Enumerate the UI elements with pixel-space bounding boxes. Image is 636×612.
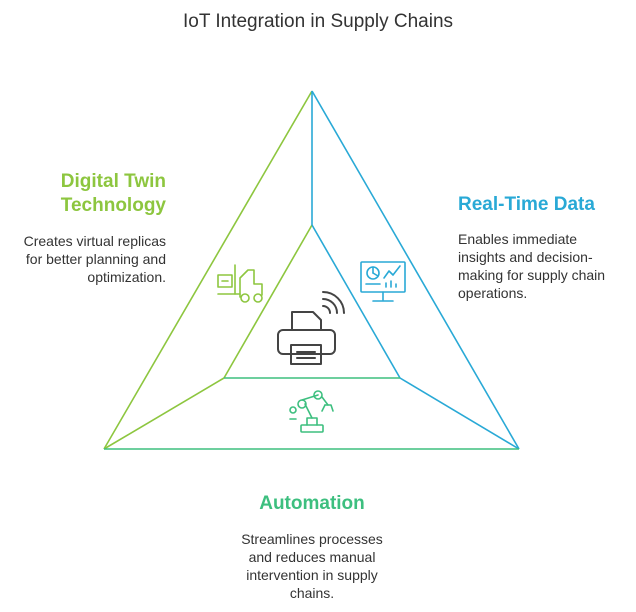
- real-time-description-line: making for supply chain: [458, 267, 606, 283]
- real-time-heading: Real-Time Data: [458, 193, 595, 217]
- automation-face: [104, 377, 519, 450]
- digital-twin-description-line: optimization.: [87, 269, 166, 285]
- real-time-description-line: Enables immediate: [458, 231, 578, 247]
- automation-heading-line: Automation: [259, 493, 365, 514]
- automation-description-line: and reduces manual: [248, 549, 376, 565]
- wireless-printer-icon: [277, 291, 345, 365]
- page-title: IoT Integration in Supply Chains: [182, 11, 454, 32]
- digital-twin-description-line: Creates virtual replicas: [23, 233, 166, 249]
- automation-description-line: intervention in supply: [246, 567, 378, 583]
- real-time-description-line: operations.: [458, 285, 528, 301]
- automation-description-line: Streamlines processes: [241, 531, 383, 547]
- digital-twin-heading: Digital Twin Technology: [61, 170, 166, 218]
- digital-twin-heading-line: Technology: [60, 195, 166, 216]
- real-time-description-line: insights and decision-: [458, 249, 593, 265]
- digital-twin-description-line: for better planning and: [25, 251, 166, 267]
- robotic-arm-icon: [289, 390, 334, 433]
- automation-heading: Automation: [212, 492, 412, 516]
- real-time-face: [311, 90, 520, 450]
- monitor-analytics-icon: [360, 261, 406, 302]
- automation-description: Streamlines processes and reduces manual…: [202, 530, 422, 602]
- digital-twin-heading-line: Digital Twin: [60, 171, 166, 192]
- automation-description-line: chains.: [289, 585, 335, 601]
- digital-twin-description: Creates virtual replicas for better plan…: [24, 232, 166, 286]
- digital-twin-face: [103, 90, 313, 450]
- real-time-description: Enables immediate insights and decision-…: [458, 230, 605, 302]
- real-time-heading-line: Real-Time Data: [458, 194, 595, 215]
- forklift-icon: [217, 264, 263, 303]
